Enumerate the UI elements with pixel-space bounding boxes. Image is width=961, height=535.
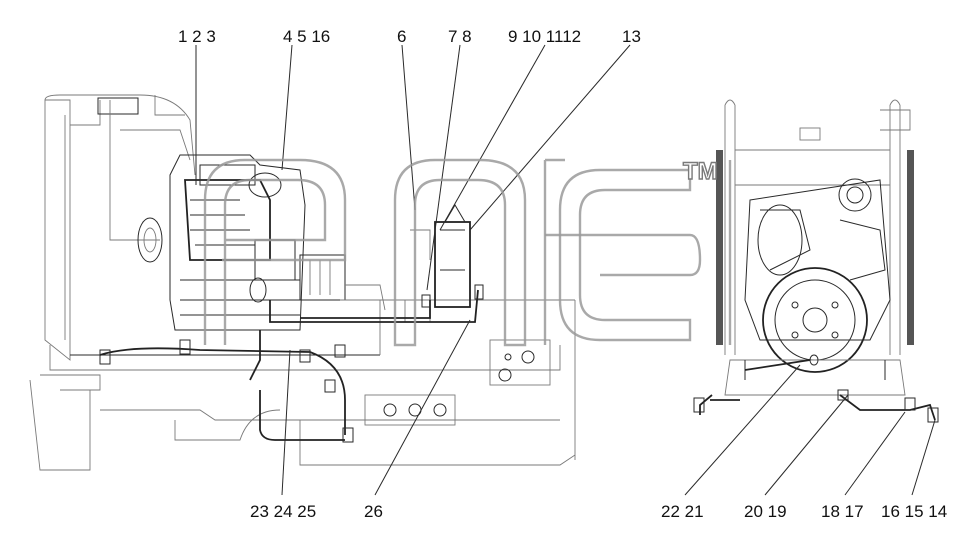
- callout-13: 13: [622, 27, 641, 46]
- leader-lines: [195, 44, 936, 496]
- callout-9-10-11-12: 9 10 1112: [508, 27, 581, 46]
- side-view: [29, 94, 576, 471]
- callout-labels: 1 2 3 4 5 16 6 7 8 9 10 1112 13 23 24 25…: [178, 27, 947, 521]
- callout-20-19: 20 19: [744, 502, 787, 521]
- callout-26: 26: [364, 502, 383, 521]
- callout-4-5-16: 4 5 16: [283, 27, 330, 46]
- callout-1-2-3: 1 2 3: [178, 27, 216, 46]
- callout-22-21: 22 21: [661, 502, 704, 521]
- trademark-mark: TM: [683, 158, 718, 185]
- callout-18-17: 18 17: [821, 502, 864, 521]
- watermark-logo: TM: [203, 157, 732, 347]
- front-view: [693, 99, 939, 423]
- callout-23-24-25: 23 24 25: [250, 502, 316, 521]
- callout-7-8: 7 8: [448, 27, 472, 46]
- callout-6: 6: [397, 27, 406, 46]
- callout-16-15-14: 16 15 14: [881, 502, 947, 521]
